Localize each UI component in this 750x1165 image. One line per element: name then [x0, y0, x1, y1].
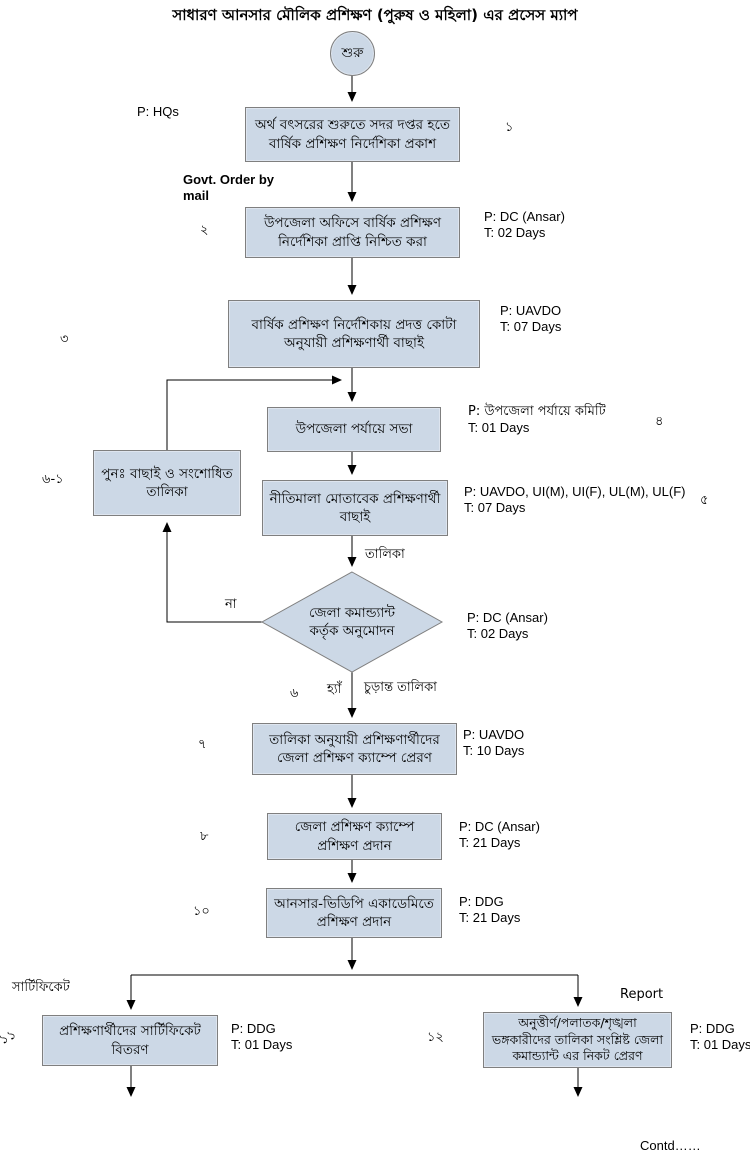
- p-value: P: UAVDO: [463, 727, 525, 742]
- step-number-7: ৭: [198, 737, 207, 752]
- contd-label: Contd……: [640, 1138, 701, 1153]
- step-number-8: ৮: [200, 829, 209, 844]
- annot-s1-p: P: HQs: [137, 104, 179, 120]
- node-decision-district-commandant-approval: জেলা কমান্ড্যান্ট কর্তৃক অনুমোদন: [292, 586, 412, 658]
- t-value: T: 07 Days: [464, 500, 526, 516]
- edge-label-list: তালিকা: [365, 547, 405, 562]
- annot-s3: P: UAVDO T: 07 Days: [500, 303, 561, 336]
- step-number-6: ৬: [290, 686, 299, 701]
- node-label: তালিকা অনুযায়ী প্রশিক্ষণার্থীদের জেলা প…: [269, 731, 440, 766]
- step-number-4: ৪: [655, 414, 664, 429]
- node-label: আনসার-ভিডিপি একাডেমিতে প্রশিক্ষণ প্রদান: [274, 895, 434, 930]
- node-label: পুনঃ বাছাই ও সংশোধিত তালিকা: [101, 465, 233, 500]
- p-value: P: DC (Ansar): [459, 819, 540, 834]
- p-value: P: DC (Ansar): [467, 610, 548, 625]
- t-value: T: 21 Days: [459, 910, 521, 926]
- step-number-3: ৩: [60, 332, 69, 347]
- t-value: T: 10 Days: [463, 743, 525, 759]
- node-label: জেলা কমান্ড্যান্ট কর্তৃক অনুমোদন: [309, 604, 395, 639]
- edge-label-certificate: সার্টিফিকেট: [12, 980, 70, 995]
- step-number-6-1: ৬-১: [42, 472, 64, 487]
- t-value: T: 01 Days: [231, 1037, 293, 1053]
- t-value: T: 02 Days: [467, 626, 529, 642]
- t-value: T: 07 Days: [500, 319, 562, 335]
- node-upazila-level-meeting: উপজেলা পর্যায়ে সভা: [267, 407, 441, 452]
- node-select-trainees-by-quota: বার্ষিক প্রশিক্ষণ নির্দেশিকায় প্রদত্ত ক…: [228, 300, 480, 368]
- node-label: উপজেলা পর্যায়ে সভা: [295, 421, 413, 438]
- annot-s11: P: DDG T: 01 Days: [231, 1021, 292, 1054]
- start-label: শুরু: [341, 45, 364, 62]
- t-value: T: 21 Days: [459, 835, 521, 851]
- step-number-11: ১১: [0, 1027, 19, 1049]
- p-value: P: DC (Ansar): [484, 209, 565, 224]
- node-select-trainees-by-policy: নীতিমালা মোতাবেক প্রশিক্ষণার্থী বাছাই: [262, 480, 448, 536]
- node-label: উপজেলা অফিসে বার্ষিক প্রশিক্ষণ নির্দেশিক…: [264, 215, 441, 250]
- p-value: P: DDG: [459, 894, 504, 909]
- edge-label-no: না: [225, 597, 237, 612]
- node-label: জেলা প্রশিক্ষণ ক্যাম্পে প্রশিক্ষণ প্রদান: [294, 819, 415, 854]
- step-number-1: ১: [505, 120, 514, 135]
- p-value: P: DDG: [690, 1021, 735, 1036]
- node-training-at-district-camp: জেলা প্রশিক্ষণ ক্যাম্পে প্রশিক্ষণ প্রদান: [267, 813, 442, 860]
- node-distribute-certificates: প্রশিক্ষণার্থীদের সার্টিফিকেট বিতরণ: [42, 1015, 218, 1066]
- p-value: P: উপজেলা পর্যায়ে কমিটি: [468, 404, 606, 419]
- p-value: P: DDG: [231, 1021, 276, 1036]
- node-label: অনুত্তীর্ণ/পলাতক/শৃঙ্খলা ভঙ্গকারীদের তাল…: [491, 1014, 664, 1064]
- annot-s4: P: উপজেলা পর্যায়ে কমিটি T: 01 Days: [468, 404, 606, 437]
- node-training-at-ansar-vdp-academy: আনসার-ভিডিপি একাডেমিতে প্রশিক্ষণ প্রদান: [266, 888, 442, 938]
- node-publish-annual-directive: অর্থ বৎসরের শুরুতে সদর দপ্তর হতে বার্ষিক…: [245, 107, 460, 162]
- node-send-trainees-to-district-camp: তালিকা অনুযায়ী প্রশিক্ষণার্থীদের জেলা প…: [252, 723, 457, 775]
- p-value: P: UAVDO, UI(M), UI(F), UL(M), UL(F): [464, 484, 686, 499]
- start-node: শুরু: [330, 31, 375, 76]
- node-label: নীতিমালা মোতাবেক প্রশিক্ষণার্থী বাছাই: [269, 490, 441, 525]
- node-rescreen-revised-list: পুনঃ বাছাই ও সংশোধিত তালিকা: [93, 450, 241, 516]
- node-label: অর্থ বৎসরের শুরুতে সদর দপ্তর হতে বার্ষিক…: [254, 117, 451, 152]
- edge-label-final-list: চুড়ান্ত তালিকা: [364, 680, 437, 695]
- step-number-12: ১২: [427, 1030, 444, 1045]
- annot-s8: P: DC (Ansar) T: 21 Days: [459, 819, 540, 852]
- node-send-failed-absconder-list: অনুত্তীর্ণ/পলাতক/শৃঙ্খলা ভঙ্গকারীদের তাল…: [483, 1012, 672, 1068]
- annot-decision: P: DC (Ansar) T: 02 Days: [467, 610, 548, 643]
- node-label: বার্ষিক প্রশিক্ষণ নির্দেশিকায় প্রদত্ত ক…: [251, 316, 457, 351]
- t-value: T: 02 Days: [484, 225, 546, 241]
- annot-s12: P: DDG T: 01 Days: [690, 1021, 750, 1054]
- t-value: T: 01 Days: [690, 1037, 750, 1053]
- annot-s10: P: DDG T: 21 Days: [459, 894, 520, 927]
- t-value: T: 01 Days: [468, 420, 530, 436]
- p-value: P: HQs: [137, 104, 179, 119]
- node-confirm-directive-receipt: উপজেলা অফিসে বার্ষিক প্রশিক্ষণ নির্দেশিক…: [245, 207, 460, 258]
- edge-label-govt-order: Govt. Order by mail: [183, 172, 275, 204]
- step-number-5: ৫: [700, 493, 709, 508]
- edge-label-yes: হ্যাঁ: [327, 682, 342, 697]
- annot-s7: P: UAVDO T: 10 Days: [463, 727, 524, 760]
- annot-s5: P: UAVDO, UI(M), UI(F), UL(M), UL(F) T: …: [464, 484, 685, 517]
- page-title: সাধারণ আনসার মৌলিক প্রশিক্ষণ (পুরুষ ও মহ…: [172, 6, 578, 24]
- step-number-2: ২: [200, 223, 209, 238]
- step-number-10: ১০: [193, 904, 210, 919]
- p-value: P: UAVDO: [500, 303, 562, 318]
- annot-s2: P: DC (Ansar) T: 02 Days: [484, 209, 565, 242]
- edge-label-report: Report: [620, 987, 664, 1002]
- node-label: প্রশিক্ষণার্থীদের সার্টিফিকেট বিতরণ: [59, 1023, 201, 1058]
